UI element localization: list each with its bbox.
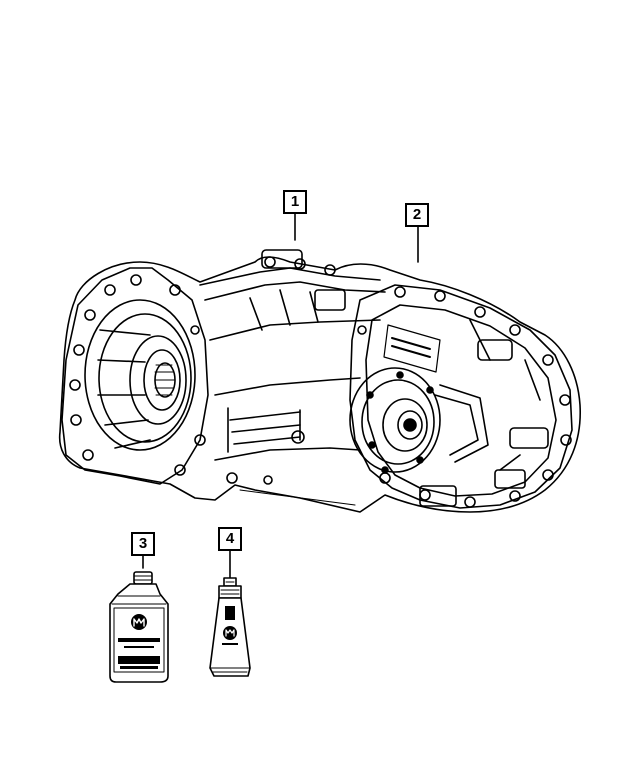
case-label-plate [383,324,441,373]
callout-3[interactable]: 3 [131,532,155,556]
callout-4[interactable]: 4 [218,527,242,551]
sealant-tube-illustration [209,577,251,677]
callout-1[interactable]: 1 [283,190,307,214]
fluid-bottle-illustration [109,571,169,683]
transfer-case-illustration [58,249,581,513]
callout-2[interactable]: 2 [405,203,429,227]
mopar-logo-icon [223,626,237,640]
mopar-logo-icon [131,614,147,630]
